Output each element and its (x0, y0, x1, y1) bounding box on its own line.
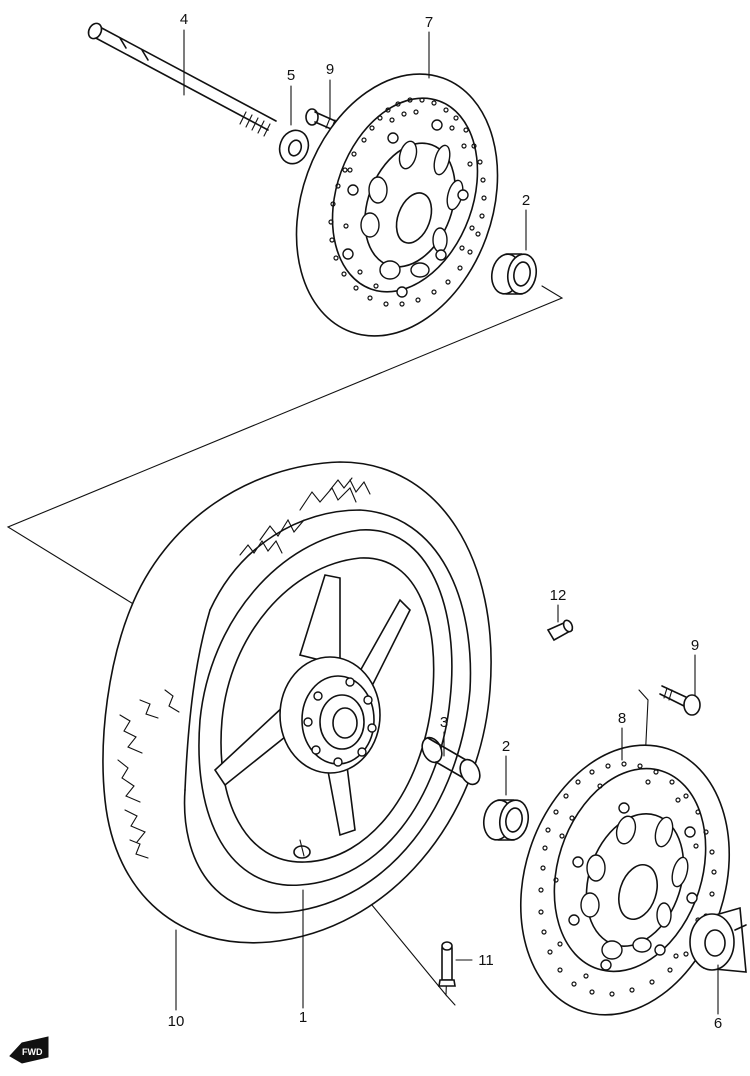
callout-5: 5 (287, 67, 295, 84)
hub-bolt-holes (303, 677, 377, 767)
callout-12: 12 (550, 587, 567, 604)
callout-6: 6 (714, 1015, 722, 1032)
callout-3: 3 (440, 714, 448, 731)
disc-bolt-lower-part (659, 685, 701, 716)
spacer-part (278, 129, 310, 165)
wheel-bearing-left-part (490, 253, 538, 295)
distance-spacer-part (421, 736, 481, 786)
fwd-label: FWD (22, 1047, 43, 1057)
disc-8-rotor-holes (580, 815, 689, 960)
callout-2-lower: 2 (502, 738, 510, 755)
leader-lines (175, 29, 719, 1015)
tread-pattern (117, 477, 371, 859)
callout-11: 11 (478, 952, 494, 969)
disc-8-mount-bolts (568, 802, 698, 971)
disc-bolt-upper-part (305, 108, 343, 133)
callout-10: 10 (168, 1013, 185, 1030)
cast-wheel-part (198, 529, 453, 886)
disc-7-drill-pattern (328, 97, 487, 307)
callout-7: 7 (425, 14, 433, 31)
disc-7-rotor-holes (360, 140, 464, 280)
callout-labels: 4 5 9 7 2 12 9 8 3 2 10 1 11 6 (168, 11, 723, 1032)
callout-1: 1 (299, 1009, 307, 1026)
callout-8: 8 (618, 710, 626, 727)
brake-disc-right-part (519, 744, 731, 1016)
pin-part (546, 619, 574, 642)
callout-4: 4 (180, 11, 188, 28)
air-valve-part (438, 941, 456, 987)
disc-7-mount-bolts (342, 119, 469, 298)
wheel-bearing-right-part (482, 799, 530, 841)
wheel-spokes (213, 574, 411, 837)
valve-boss (293, 839, 311, 859)
callout-9-lower: 9 (691, 637, 699, 654)
collar-part (689, 906, 747, 973)
callout-9-upper: 9 (326, 61, 334, 78)
brake-disc-left-part (295, 73, 499, 337)
callout-2-upper: 2 (522, 192, 530, 209)
front-axle-part (87, 22, 277, 137)
fwd-direction-badge: FWD (9, 1036, 49, 1064)
